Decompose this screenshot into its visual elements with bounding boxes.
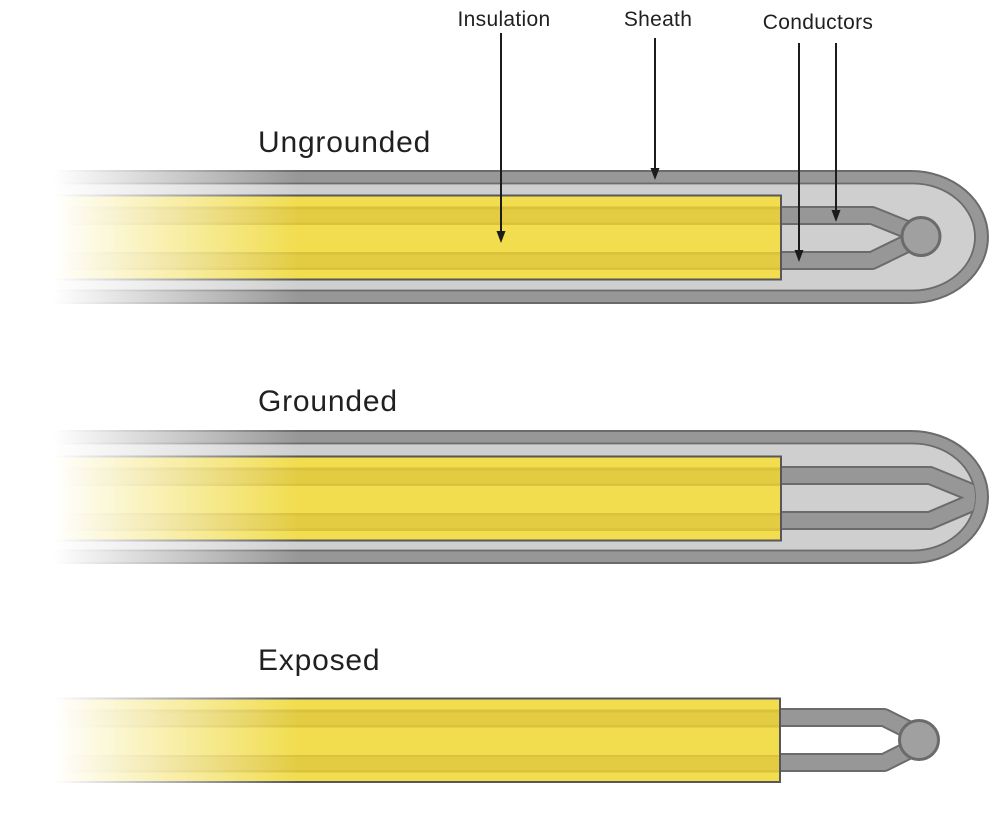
- grounded-title: Grounded: [258, 385, 398, 418]
- exposed-title: Exposed: [258, 644, 380, 677]
- conductors-arrow-head-right: [831, 210, 841, 222]
- fade-overlay-grounded: [0, 424, 300, 572]
- exposed-junction-bead: [898, 719, 940, 761]
- ungrounded-conductors: [778, 206, 913, 270]
- callout-sheath: Sheath: [624, 8, 692, 180]
- fade-overlay-ungrounded: [0, 164, 300, 312]
- sheath-label: Sheath: [624, 8, 692, 31]
- fade-overlay-exposed: [0, 688, 300, 792]
- callout-conductors: Conductors: [763, 11, 873, 262]
- insulation-arrow-head: [496, 231, 506, 243]
- conductors-arrow-head-left: [794, 250, 804, 262]
- insulation-label: Insulation: [458, 8, 551, 31]
- sheath-arrow-head: [650, 168, 660, 180]
- ungrounded-junction-bead: [900, 216, 942, 257]
- ungrounded-title: Ungrounded: [258, 126, 431, 159]
- grounded-conductors: [778, 466, 975, 530]
- callout-insulation: Insulation: [458, 8, 551, 243]
- conductors-label: Conductors: [763, 11, 873, 34]
- exposed-conductors: [778, 708, 912, 772]
